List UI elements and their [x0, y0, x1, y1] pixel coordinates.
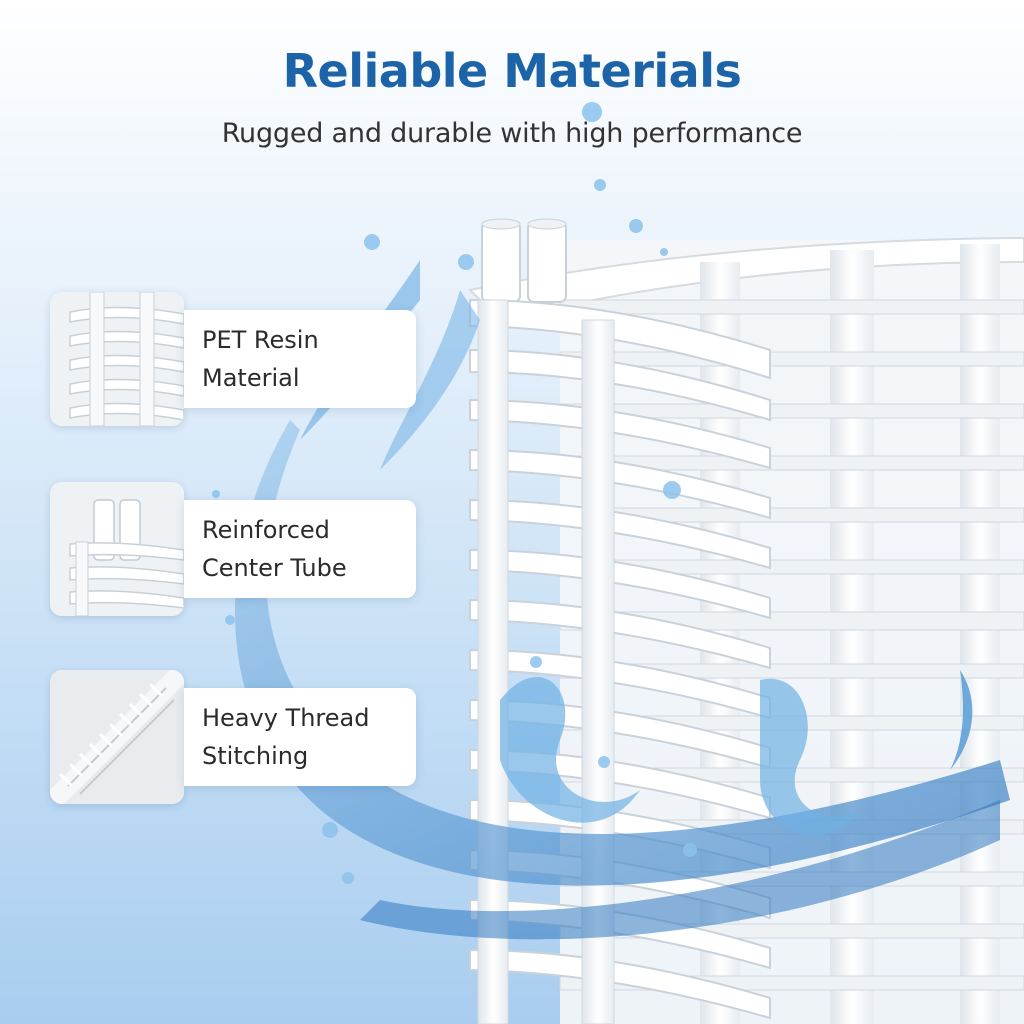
feature-label-card: Reinforced Center Tube — [184, 500, 416, 598]
resin-frame-closeup-icon — [50, 292, 184, 426]
feature-heavy-stitching: Heavy Thread Stitching — [50, 670, 416, 804]
feature-label-card: PET Resin Material — [184, 310, 416, 408]
feature-label: Reinforced Center Tube — [202, 516, 347, 582]
feature-label: PET Resin Material — [202, 326, 319, 392]
center-tube-closeup-icon — [50, 482, 184, 616]
page-title: Reliable Materials — [282, 44, 742, 98]
feature-label-card: Heavy Thread Stitching — [184, 688, 416, 786]
page-subtitle: Rugged and durable with high performance — [221, 118, 803, 149]
feature-pet-resin: PET Resin Material — [50, 292, 416, 426]
feature-label: Heavy Thread Stitching — [202, 704, 370, 770]
feature-center-tube: Reinforced Center Tube — [50, 482, 416, 616]
stitching-closeup-icon — [50, 670, 184, 804]
